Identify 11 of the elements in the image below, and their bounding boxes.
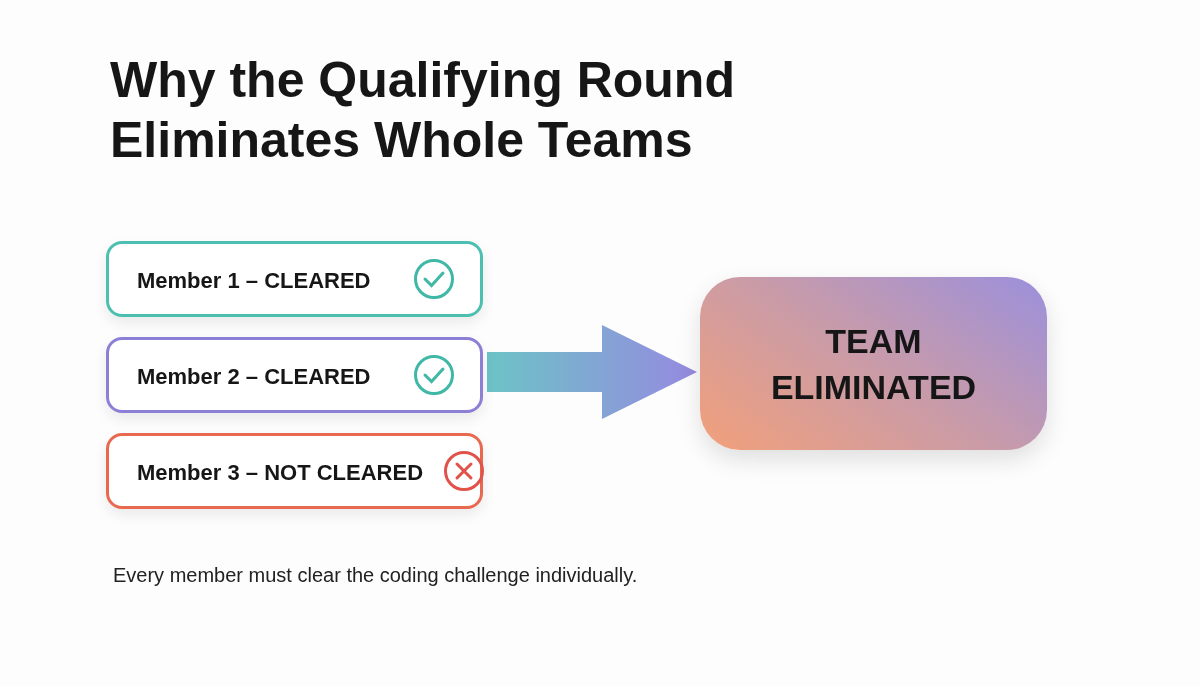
member-box [106,241,483,317]
node-text: Member 2 – CLEARED [137,364,371,390]
member-box [106,433,483,509]
node-text: Member 1 – CLEARED [137,268,371,294]
node-text: TEAM ELIMINATED [769,320,978,408]
node-text: Member 3 – NOT CLEARED [137,460,424,486]
caption: Every member must clear the coding challenge individually. [113,564,638,587]
title: Why the Qualifying Round Eliminates Whole Teams [110,51,736,170]
arrow [487,325,697,419]
member-box [106,337,483,413]
result-box [700,277,1047,450]
